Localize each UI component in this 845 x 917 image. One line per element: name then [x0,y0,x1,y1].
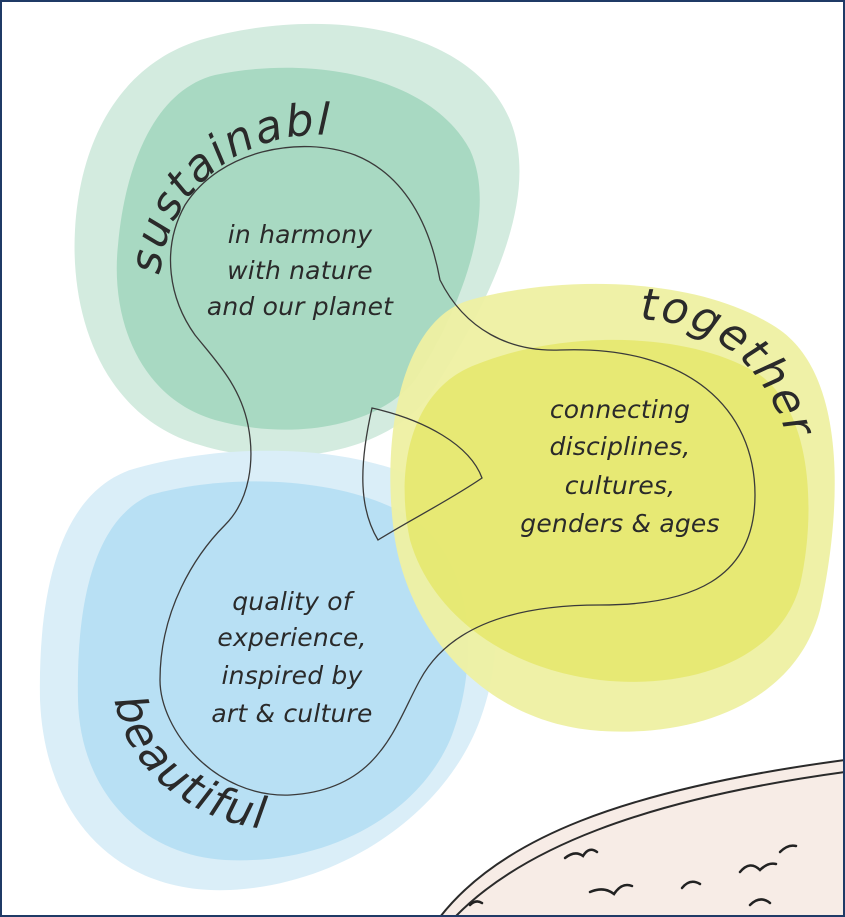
sustainable-line: with nature [227,256,373,285]
birds-icon [468,844,798,907]
beautiful-line: experience, [217,623,366,652]
together-line: genders & ages [520,509,719,538]
connecting-outline [159,145,756,796]
beautiful-line: inspired by [222,661,364,690]
center-triangle [362,407,483,541]
together-description: connecting disciplines, cultures, gender… [520,395,719,538]
corner-shape [438,758,845,917]
sustainable-line: and our planet [207,292,394,321]
corner-line [454,771,845,917]
together-line: disciplines, [550,432,691,461]
together-blob-inner [404,339,809,682]
sustainable-line: in harmony [228,220,373,249]
together-line: cultures, [565,471,676,500]
beautiful-description: quality of experience, inspired by art &… [211,587,372,728]
sustainable-description: in harmony with nature and our planet [207,220,394,321]
beautiful-blob-inner [77,481,468,861]
beautiful-line: art & culture [211,699,372,728]
together-line: connecting [550,395,690,424]
beautiful-line: quality of [232,587,355,616]
sustainable-blob-inner [116,67,480,430]
